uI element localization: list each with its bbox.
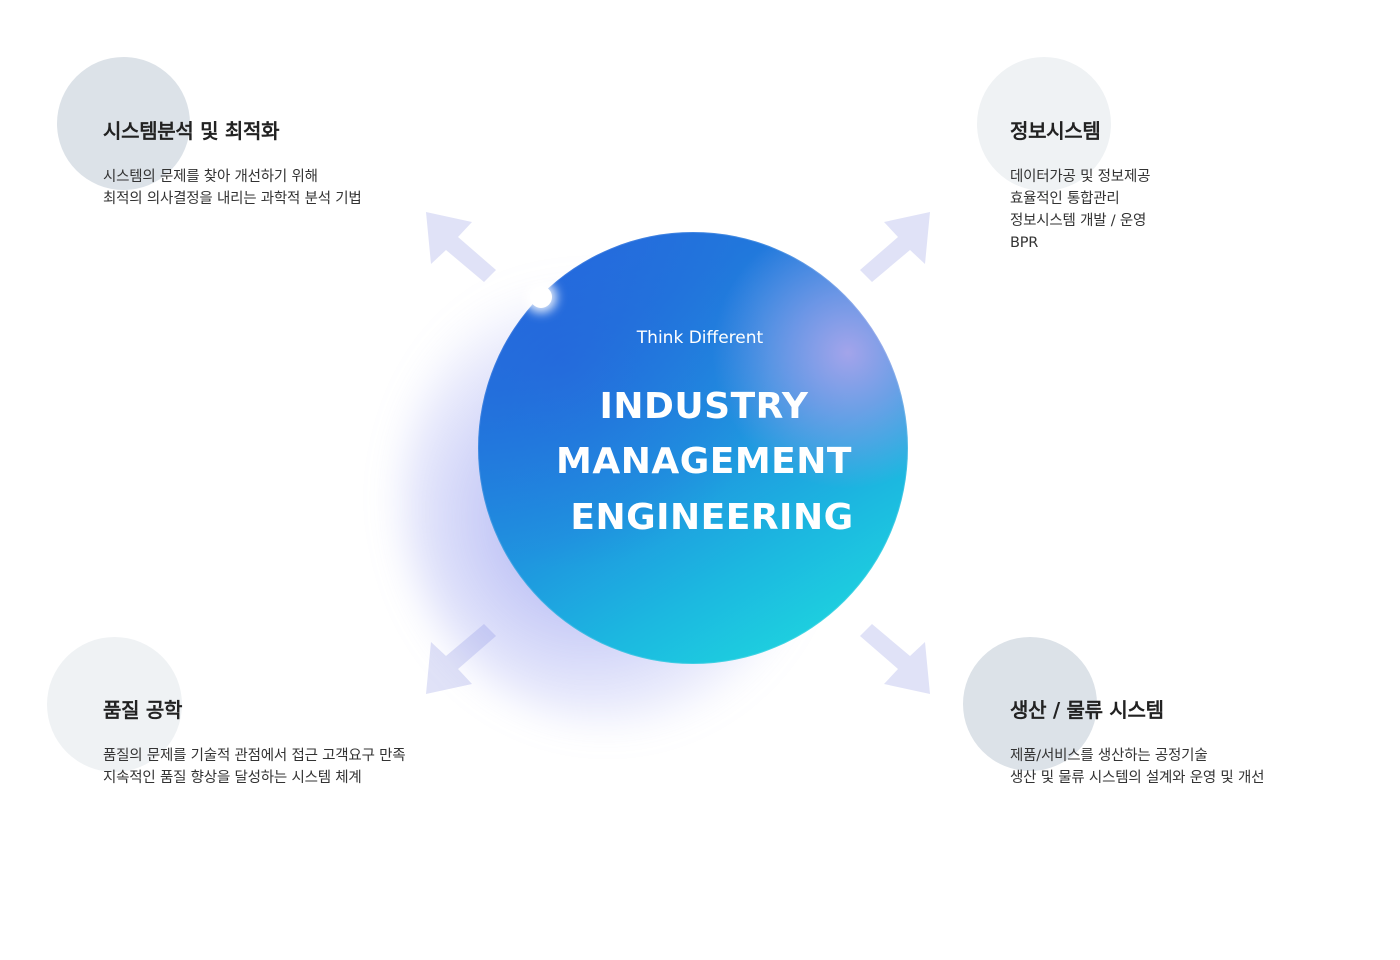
decorative-circle-bottom-right (963, 637, 1097, 771)
arrow-shape (426, 212, 496, 282)
description-line: BPR (1010, 235, 1039, 251)
center-sphere (478, 232, 908, 664)
decorative-circle-top-left (57, 57, 190, 190)
description-line: 생산 및 물류 시스템의 설계와 운영 및 개선 (1010, 770, 1265, 786)
description-line: 시스템의 문제를 찾아 개선하기 위해 (103, 169, 318, 185)
description-line: 최적의 의사결정을 내리는 과학적 분석 기법 (103, 191, 362, 207)
description-line: 품질의 문제를 기술적 관점에서 접근 고객요구 만족 (103, 748, 406, 764)
arrow-down-right-icon (860, 624, 930, 694)
arrow-up-left-icon (426, 212, 496, 282)
quadrant-description: 제품/서비스를 생산하는 공정기술 생산 및 물류 시스템의 설계와 운영 및 … (1010, 745, 1264, 789)
sphere-sparkle (530, 286, 552, 308)
sphere-tint (478, 232, 908, 664)
quadrant-title: 생산 / 물류 시스템 (1010, 698, 1164, 722)
center-title-line: MANAGEMENT (556, 441, 852, 482)
quadrant-description: 데이터가공 및 정보제공 효율적인 통합관리 정보시스템 개발 / 운영 BPR (1010, 166, 1150, 254)
center-title-line: ENGINEERING (570, 497, 854, 538)
center-tagline: Think Different (636, 328, 764, 348)
arrow-shape (860, 212, 930, 282)
quadrant-bottom-left: 품질 공학 품질의 문제를 기술적 관점에서 접근 고객요구 만족 지속적인 품… (103, 694, 406, 789)
quadrant-description: 시스템의 문제를 찾아 개선하기 위해 최적의 의사결정을 내리는 과학적 분석… (103, 166, 362, 210)
center-title-line: INDUSTRY (599, 386, 809, 427)
arrow-shape (860, 624, 930, 694)
description-line: 지속적인 품질 향상을 달성하는 시스템 체계 (103, 770, 362, 786)
quadrant-title: 품질 공학 (103, 698, 183, 722)
arrow-up-right-icon (860, 212, 930, 282)
description-line: 제품/서비스를 생산하는 공정기술 (1010, 748, 1208, 764)
quadrant-top-left: 시스템분석 및 최적화 시스템의 문제를 찾아 개선하기 위해 최적의 의사결정… (103, 115, 362, 210)
description-line: 데이터가공 및 정보제공 (1010, 169, 1151, 185)
description-line: 정보시스템 개발 / 운영 (1010, 213, 1147, 229)
quadrant-description: 품질의 문제를 기술적 관점에서 접근 고객요구 만족 지속적인 품질 향상을 … (103, 745, 406, 789)
decorative-circle-top-right (977, 57, 1111, 191)
quadrant-top-right: 정보시스템 데이터가공 및 정보제공 효율적인 통합관리 정보시스템 개발 / … (1010, 115, 1150, 254)
decorative-circle-bottom-left (47, 637, 182, 772)
quadrant-title: 시스템분석 및 최적화 (103, 119, 280, 143)
quadrant-title: 정보시스템 (1010, 119, 1101, 143)
quadrant-bottom-right: 생산 / 물류 시스템 제품/서비스를 생산하는 공정기술 생산 및 물류 시스… (1010, 694, 1264, 789)
description-line: 효율적인 통합관리 (1010, 191, 1120, 207)
